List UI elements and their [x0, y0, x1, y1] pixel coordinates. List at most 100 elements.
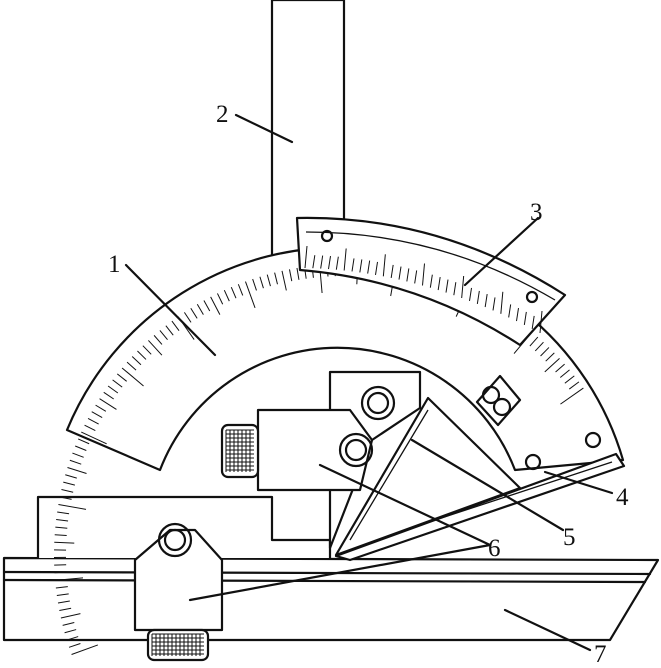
scale-tick [67, 467, 87, 474]
scale-tick [320, 255, 324, 269]
scale-tick [95, 404, 107, 412]
scale-tick [281, 270, 287, 291]
scale-tick [84, 424, 96, 431]
label-4: 4 [616, 484, 629, 511]
scale-tick [148, 340, 163, 356]
scale-tick [484, 294, 488, 308]
scale-tick [398, 266, 402, 280]
scale-tick [153, 335, 163, 345]
scale-tick [445, 279, 449, 293]
arc-clamp [220, 385, 396, 492]
scale-tick [500, 291, 504, 314]
scale-tick [64, 629, 77, 634]
scale-tick [296, 267, 300, 280]
leader-lines [124, 113, 614, 652]
scale-tick [288, 269, 293, 282]
scale-tick [453, 282, 457, 296]
scale-tick [223, 289, 230, 302]
scale-tick [54, 571, 67, 574]
scale-tick [335, 256, 339, 270]
scale-tick [77, 438, 90, 445]
scale-tick [159, 330, 168, 341]
scale-tick [103, 391, 114, 400]
label-5: 5 [563, 524, 576, 551]
scale-tick [57, 511, 70, 515]
scale-tick [375, 261, 378, 275]
scale-tick [190, 307, 198, 319]
scale-tick [58, 503, 87, 510]
scale-tick [422, 263, 425, 286]
scale-tick [142, 345, 152, 355]
scale-tick [54, 534, 67, 537]
scale-tick [559, 369, 570, 378]
scale-tick [544, 358, 560, 373]
scale-tick [75, 445, 87, 451]
label-2: 2 [216, 101, 229, 128]
scale-tick [87, 417, 99, 425]
scale-rivets [475, 374, 602, 471]
scale-tick [508, 304, 512, 318]
scale-tick [312, 255, 316, 269]
scale-tick [126, 361, 137, 371]
scale-tick [461, 275, 465, 299]
scale-tick [65, 474, 77, 479]
scale-tick [165, 325, 174, 336]
scale-tick [230, 286, 237, 299]
scale-tick [91, 411, 103, 419]
label-6: 6 [488, 535, 501, 562]
scale-tick [56, 519, 69, 522]
label-3: 3 [530, 199, 543, 226]
scale-tick [274, 272, 278, 285]
scale-tick [382, 254, 386, 277]
scale-tick [55, 526, 68, 529]
scale-tick [72, 452, 84, 458]
scale-tick [529, 336, 539, 347]
scale-tick [359, 259, 363, 273]
scale-tick [210, 296, 221, 315]
ruler-clamp [133, 522, 224, 662]
scale-tick [390, 264, 394, 278]
scale-tick [516, 308, 519, 322]
scale-tick [568, 381, 580, 390]
scale-tick [237, 284, 244, 296]
scale-tick [68, 643, 81, 648]
scale-tick [259, 276, 264, 289]
scale-tick [406, 268, 410, 282]
scale-tick [55, 577, 84, 581]
scale-tick [545, 352, 555, 362]
scale-tick [245, 281, 256, 309]
scale-tick [62, 622, 75, 626]
scale-tick [203, 300, 211, 312]
scale-tick [99, 398, 117, 410]
scale-tick [137, 350, 147, 360]
scale-tick [534, 341, 544, 352]
scale-tick [183, 312, 192, 323]
scale-tick [71, 644, 99, 655]
right-angle-block [334, 396, 522, 557]
scale-tick [564, 375, 575, 384]
scale-tick [531, 315, 535, 329]
scale-tick [69, 459, 82, 465]
scale-tick [476, 290, 480, 305]
scale-tick [196, 304, 204, 315]
scale-tick [63, 481, 76, 486]
scale-tick [54, 541, 75, 544]
scale-tick [60, 613, 81, 619]
scale-tick [61, 489, 74, 493]
scale-tick [492, 297, 496, 311]
scale-tick [555, 363, 565, 373]
scale-tick [59, 496, 72, 500]
scale-tick [367, 260, 371, 274]
scale-tick [328, 256, 331, 270]
scale-tick [121, 367, 144, 387]
scale-tick [66, 636, 79, 641]
scale-tick [252, 278, 257, 291]
scale-tick [429, 274, 433, 288]
label-7: 7 [594, 641, 607, 668]
scale-tick [131, 356, 142, 366]
scale-tick [469, 287, 472, 301]
scale-tick [266, 274, 271, 287]
scale-tick [107, 385, 119, 394]
